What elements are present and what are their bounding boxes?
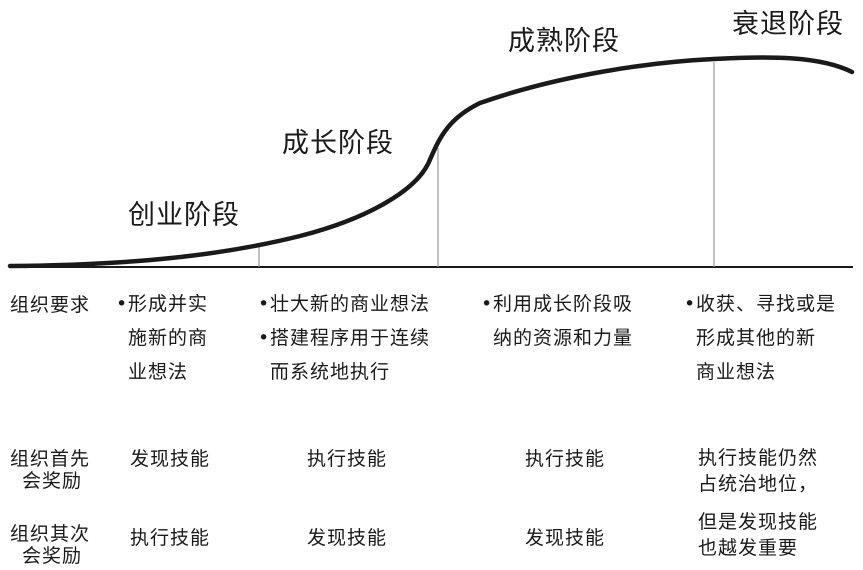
lifecycle-curve — [7, 55, 855, 269]
requirement-text: 利用成长阶段吸 — [493, 293, 634, 315]
reward-second-growth: 发现技能 — [307, 527, 388, 549]
requirement-growth-item2: •搭建程序用于连续 — [258, 321, 430, 355]
reward-first-startup: 发现技能 — [130, 448, 211, 470]
requirement-growth-item1: •壮大新的商业想法 — [258, 287, 430, 321]
requirement-text: 收获、寻找或是 — [696, 293, 837, 315]
requirement-decline-line3: 商业想法 — [696, 361, 777, 383]
bullet: • — [258, 327, 271, 349]
decline-note-line1: 执行技能仍然 — [698, 447, 819, 469]
requirement-decline-line1: •收获、寻找或是 — [684, 287, 836, 321]
requirement-startup: •形成并实 施新的商 业想法 — [116, 287, 208, 389]
stage-title-decline: 衰退阶段 — [732, 9, 844, 40]
row-label-reward-first: 组织首先 会奖励 — [10, 448, 90, 492]
bullet: • — [258, 293, 271, 315]
requirement-decline-line2: 形成其他的新 — [696, 327, 817, 349]
row-label-requirement: 组织要求 — [10, 294, 91, 316]
requirement-growth-item2-line2: 而系统地执行 — [270, 361, 391, 383]
row-label-reward-first-line2: 会奖励 — [22, 470, 83, 492]
decline-note-line3: 但是发现技能 — [698, 511, 819, 533]
requirement-mature-line1: •利用成长阶段吸 — [481, 287, 633, 321]
stage-title-startup: 创业阶段 — [128, 200, 240, 231]
decline-reward-note: 执行技能仍然 占统治地位， 但是发现技能 也越发重要 — [698, 445, 818, 561]
requirement-growth: •壮大新的商业想法 •搭建程序用于连续 而系统地执行 — [258, 287, 430, 389]
requirement-decline: •收获、寻找或是 形成其他的新 商业想法 — [684, 287, 836, 389]
reward-second-mature: 发现技能 — [525, 527, 606, 549]
reward-second-startup: 执行技能 — [130, 527, 211, 549]
decline-note-line2: 占统治地位， — [698, 473, 819, 495]
bullet: • — [116, 293, 129, 315]
reward-first-mature: 执行技能 — [525, 448, 606, 470]
requirement-startup-line1: •形成并实 — [116, 287, 208, 321]
requirement-startup-line2: 施新的商 — [128, 327, 209, 349]
requirement-text: 形成并实 — [128, 293, 209, 315]
decline-note-line4: 也越发重要 — [698, 537, 799, 559]
stage-title-growth: 成长阶段 — [282, 128, 394, 159]
bullet: • — [481, 293, 494, 315]
bullet: • — [684, 293, 697, 315]
row-label-reward-second-line2: 会奖励 — [22, 545, 83, 567]
row-label-reward-first-line1: 组织首先 — [10, 448, 91, 470]
reward-first-growth: 执行技能 — [307, 448, 388, 470]
requirement-startup-line3: 业想法 — [128, 361, 189, 383]
row-label-reward-second-line1: 组织其次 — [10, 523, 91, 545]
requirement-mature-line2: 纳的资源和力量 — [493, 327, 634, 349]
stage-title-mature: 成熟阶段 — [508, 26, 620, 57]
requirement-text: 搭建程序用于连续 — [270, 327, 431, 349]
requirement-text: 壮大新的商业想法 — [270, 293, 431, 315]
row-label-reward-second: 组织其次 会奖励 — [10, 523, 90, 567]
requirement-mature: •利用成长阶段吸 纳的资源和力量 — [481, 287, 633, 355]
